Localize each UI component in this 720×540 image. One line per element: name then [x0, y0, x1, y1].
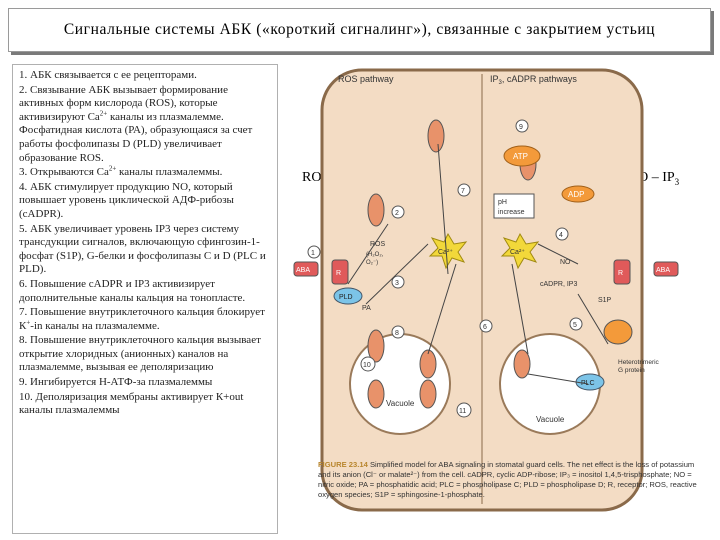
- g-protein-shape: [603, 319, 633, 345]
- aba-left: [293, 261, 319, 277]
- step-5: 5. АБК увеличивает уровень IP3 через сис…: [19, 222, 266, 276]
- receptor-right: [613, 259, 631, 285]
- ros-species: (H₂O₂,: [366, 252, 384, 258]
- ip3-pathway-label: IP3, cADPR pathways: [490, 74, 577, 86]
- ph-increase-box: [493, 193, 535, 219]
- ros-label: ROS: [370, 241, 386, 248]
- svg-text:G protein: G protein: [618, 367, 645, 374]
- slide-title: Сигнальные системы АБК («короткий сигнал…: [63, 21, 656, 38]
- step-3: 3. Открываются Ca2+ каналы плазмалеммы.: [19, 164, 223, 179]
- step-6: 6. Повышение cADPR и IP3 активизирует до…: [19, 277, 246, 304]
- tonoplast-channel-left-2: [419, 379, 437, 409]
- k-in-channel: [367, 379, 385, 409]
- svg-text:6: 6: [483, 324, 487, 331]
- figure-caption: FIGURE 23.14 Simplified model for ABA si…: [318, 460, 697, 499]
- svg-text:R: R: [618, 270, 623, 277]
- svg-text:10: 10: [363, 362, 371, 369]
- svg-text:Ca²⁺: Ca²⁺: [510, 249, 525, 256]
- svg-text:4: 4: [559, 232, 563, 239]
- svg-text:PLD: PLD: [339, 294, 353, 301]
- atp-label: ATP: [513, 152, 528, 161]
- svg-text:O₂⁻): O₂⁻): [366, 260, 378, 266]
- svg-text:9: 9: [519, 124, 523, 131]
- step-markers: 1 2 3 4 5 6 7 8 9 10 11: [307, 119, 583, 418]
- svg-text:11: 11: [459, 408, 466, 415]
- s1p-label: S1P: [598, 297, 612, 304]
- tonoplast-channel-right: [513, 349, 531, 379]
- ca-channel-top: [367, 193, 385, 227]
- vacuole-left: [349, 333, 451, 435]
- title-box: Сигнальные системы АБК («короткий сигнал…: [8, 8, 711, 52]
- svg-text:1: 1: [311, 250, 315, 257]
- pa-label: PA: [362, 305, 371, 312]
- steps-panel: 1. АБК связывается с ее рецепторами. 2. С…: [12, 64, 278, 534]
- ros-pathway-label: ROS pathway: [338, 74, 394, 84]
- svg-text:8: 8: [395, 330, 399, 337]
- ca-burst-left: [428, 232, 468, 270]
- ph-increase-label: pH: [498, 199, 507, 206]
- no-label: NO: [560, 259, 571, 266]
- step-10: 10. Деполяризация мембраны активирует К+…: [19, 390, 244, 417]
- svg-text:Ca²⁺: Ca²⁺: [438, 249, 453, 256]
- svg-text:ABA: ABA: [656, 267, 670, 274]
- atp-shape: [503, 145, 541, 167]
- step-7: 7. Повышение внутриклеточного кальция бл…: [19, 306, 265, 332]
- step-1: 1. АБК связывается с ее рецепторами.: [19, 69, 197, 81]
- g-protein-label: Heterotrimeric: [618, 359, 660, 366]
- tonoplast-channel-left: [419, 349, 437, 379]
- svg-text:2: 2: [395, 210, 399, 217]
- svg-text:3: 3: [395, 280, 399, 287]
- svg-text:R: R: [336, 270, 341, 277]
- pathway-arrows: [347, 143, 609, 385]
- ca-burst-right: [500, 232, 540, 270]
- vacuole-right-label: Vacuole: [536, 415, 565, 424]
- adp-shape: [561, 185, 595, 203]
- pld-shape: [333, 287, 363, 305]
- step-2: 2. Связывание АБК вызывает формирование …: [19, 83, 253, 164]
- step-9: 9. Ингибируется H-АТФ-за плазмалеммы: [19, 376, 213, 389]
- step-8: 8. Повышение внутриклеточного кальция вы…: [19, 334, 261, 374]
- receptor-left: [331, 259, 349, 285]
- cl-channel: [367, 329, 385, 363]
- aba-signaling-figure: ROS pathway IP3, cADPR pathways Vacuole …: [293, 68, 679, 512]
- adp-label: ADP: [568, 190, 584, 199]
- cadpr-label: cADPR, IP3: [540, 281, 577, 288]
- svg-text:ABA: ABA: [296, 267, 310, 274]
- aba-right: [653, 261, 679, 277]
- svg-text:7: 7: [461, 188, 465, 195]
- vacuole-left-label: Vacuole: [386, 399, 415, 408]
- svg-text:increase: increase: [498, 209, 525, 216]
- svg-text:5: 5: [573, 322, 577, 329]
- k-out-channel: [427, 119, 445, 153]
- step-4: 4. АБК стимулирует продукцию NO, который…: [19, 180, 234, 220]
